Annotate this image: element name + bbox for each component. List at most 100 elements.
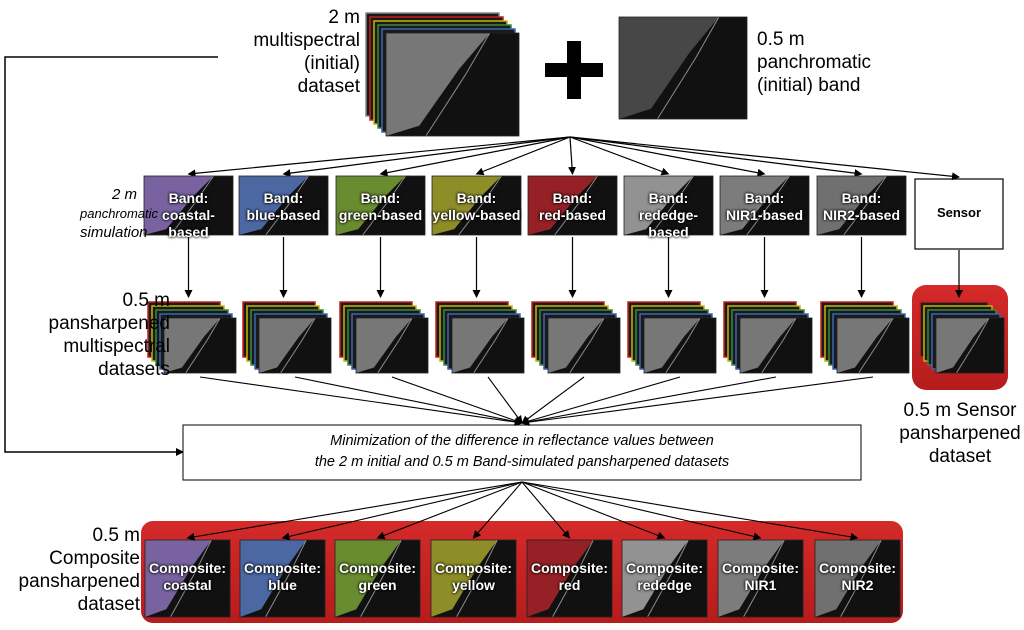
band-label: Band:green-based [336,190,425,224]
band-label: Band:blue-based [239,190,328,224]
fan-arrow-top [569,136,766,177]
converge-arrow [521,376,681,425]
composite-label-line2: green [358,577,397,593]
band-label-line1: Band: [263,190,304,206]
band-tile [527,175,618,236]
converge-arrow [521,376,777,426]
composite-label-line2: red [558,577,581,593]
band-label: Band:yellow-based [432,190,521,224]
pansharpened-stack [242,301,332,374]
band-label-line2: red-based [539,207,606,223]
composite-arrow [521,481,666,540]
band-tile [719,175,810,236]
band-label-line2: coastal-based [162,207,215,240]
composite-label-line1: Composite: [819,560,896,576]
composite-label-line1: Composite: [149,560,226,576]
converge-arrow [294,376,523,426]
minimization-box [182,424,862,481]
pansharpened-stack [435,301,525,374]
pan-initial-image [618,16,748,120]
composite-label-line1: Composite: [435,560,512,576]
pansharpened-stack [820,301,910,374]
fan-arrow-sensor [569,136,960,181]
composite-tile [621,539,708,618]
pansharpened-stack-front [163,317,237,374]
composite-label-line1: Composite: [722,560,799,576]
ms-initial-label: 2 m multispectral (initial) dataset [253,7,360,97]
pansharpened-stack-front [643,317,717,374]
composite-arrow [521,481,762,541]
feedback-arrow [4,56,218,456]
composite-label-line2: yellow [452,577,495,593]
band-tile [143,175,234,236]
composite-arrow [376,481,523,540]
composite-arrow [521,481,859,541]
band-tile [335,175,426,236]
composite-label-line1: Composite: [626,560,703,576]
composite-highlight-band [141,521,903,623]
fan-arrow-top [187,136,571,178]
converge-arrow [521,376,585,424]
band-label-line2: yellow-based [432,207,521,223]
converge-arrow [391,376,523,425]
band-label: Band:red-based [528,190,617,224]
sensor-pansharpened-stack [919,301,1005,374]
composite-tile [430,539,517,618]
sensor-label: Sensor [936,205,982,220]
composite-tile-label: Composite:blue [240,560,325,594]
band-label: Band:NIR2-based [817,190,906,224]
converge-arrow [487,376,523,424]
pansharpened-stack-front [451,317,525,374]
ms-initial-stack [365,12,520,137]
plus-icon [545,41,603,99]
band-tile [431,175,522,236]
pansharpened-stack-front [836,317,910,374]
composite-tile-label: Composite:NIR2 [815,560,900,594]
composite-tile-label: Composite:coastal [145,560,230,594]
band-label-line2: rededge-based [638,207,699,240]
ms-initial-stack-front [385,32,520,137]
composite-tile-label: Composite:yellow [431,560,516,594]
composite-tile [526,539,613,618]
pansharpened-stack-front [739,317,813,374]
pansharpened-stack-front [258,317,332,374]
composite-label-line2: rededge [637,577,692,593]
composite-arrow [472,481,523,539]
fan-arrow-top [379,136,571,177]
band-label-line2: NIR1-based [725,207,804,223]
sensor-box [914,178,1004,250]
band-label-line1: Band: [168,190,209,206]
composite-label-line2: NIR1 [744,577,777,593]
band-label-line1: Band: [552,190,593,206]
sensor-pansharpened-stack-front [935,317,1005,374]
pansharpened-label: 0.5 m pansharpened multispectral dataset… [48,290,171,380]
composite-arrow [521,481,571,539]
fan-arrow-top [568,136,577,175]
band-label-line1: Band: [744,190,785,206]
converge-arrow [199,376,523,426]
band-label-line2: blue-based [246,207,321,223]
composite-label: 0.5 m Composite pansharpened dataset [18,525,141,615]
band-label-line2: NIR2-based [822,207,901,223]
composite-tile-label: Composite:NIR1 [718,560,803,594]
pansharpened-stack-front [355,317,429,374]
composite-tile-label: Composite:red [527,560,612,594]
composite-arrow [186,481,523,541]
composite-tile [334,539,421,618]
band-tile [238,175,329,236]
converge-arrow [521,376,874,427]
composite-label-line2: NIR2 [841,577,874,593]
composite-label-line2: coastal [163,577,212,593]
pansharpened-stack [531,301,621,374]
fan-arrow-top [282,136,571,178]
band-label-line1: Band: [360,190,401,206]
composite-tile-label: Composite:green [335,560,420,594]
pansharpened-stack [147,301,237,374]
band-label: Band:NIR1-based [720,190,809,224]
pansharpened-stack-front [547,317,621,374]
band-label-line1: Band: [456,190,497,206]
band-tile [816,175,907,236]
fan-arrow-top [475,136,571,176]
fan-arrow-top [569,136,863,178]
